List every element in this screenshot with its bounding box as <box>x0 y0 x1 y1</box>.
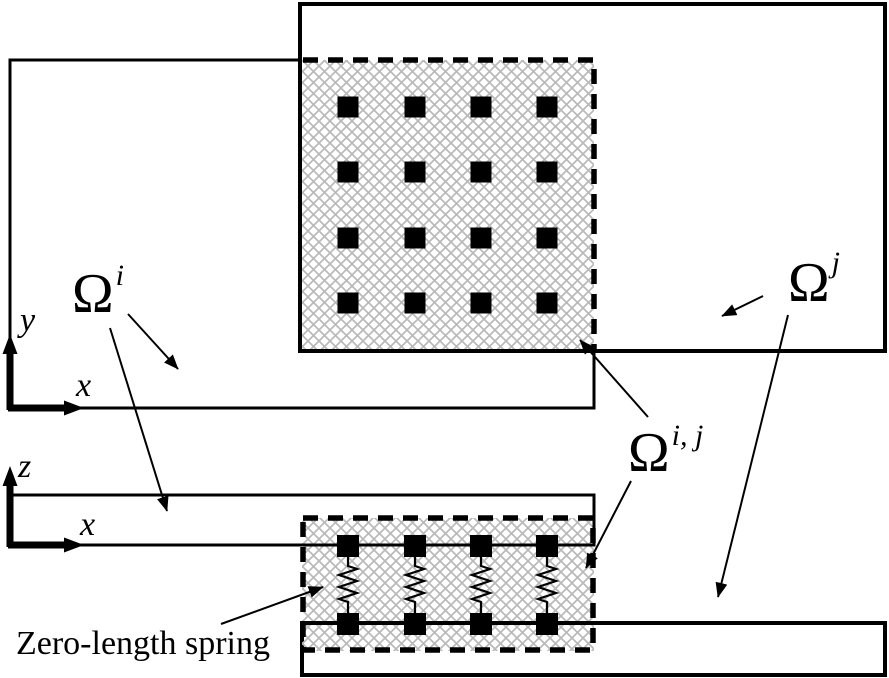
arrow-omega-j-to-side-view <box>715 314 789 598</box>
node-square <box>470 613 492 635</box>
node-rows-side <box>337 535 558 635</box>
spring <box>534 556 560 613</box>
arrow-omega-i-to-side-view <box>109 327 169 512</box>
node-grid-top <box>337 96 558 314</box>
node-square <box>337 613 359 635</box>
node-square <box>404 227 426 249</box>
node-square <box>470 292 492 314</box>
domain-j-label: Ωj <box>788 246 840 314</box>
z-axis-label: z <box>17 448 31 485</box>
arrow-caption-to-springs <box>220 586 324 625</box>
node-square <box>536 161 558 183</box>
x-axis-arrowhead-top <box>64 400 84 416</box>
omega-symbol: Ω <box>628 422 670 484</box>
node-square <box>536 535 558 557</box>
domain-i-label: Ωi <box>72 259 124 325</box>
spring <box>335 556 361 613</box>
x-axis-arrowhead-bottom <box>64 537 84 553</box>
x-axis-label-bottom: x <box>79 506 95 543</box>
omega-symbol: Ω <box>788 252 830 314</box>
omega-superscript: i <box>116 259 124 292</box>
node-square <box>536 96 558 118</box>
node-square <box>470 535 492 557</box>
side-view-axes: z x <box>2 448 95 553</box>
zero-length-spring-caption: Zero-length spring <box>16 625 270 662</box>
node-square <box>404 613 426 635</box>
node-square <box>404 96 426 118</box>
omega-symbol: Ω <box>72 263 114 325</box>
arrow-omega-i-to-top-view <box>127 313 179 370</box>
node-square <box>404 535 426 557</box>
side-view: z x <box>2 448 887 677</box>
annotation-arrows <box>109 295 789 625</box>
node-square <box>536 227 558 249</box>
node-square <box>337 161 359 183</box>
labels: Ωi Ωj Ωi, j Zero-length spring <box>16 246 840 662</box>
node-square <box>470 96 492 118</box>
overlap-label: Ωi, j <box>628 419 703 484</box>
node-square <box>404 161 426 183</box>
arrow-overlap-to-side-view <box>585 480 632 569</box>
node-square <box>470 161 492 183</box>
x-axis-label-top: x <box>75 367 91 404</box>
node-square <box>536 613 558 635</box>
node-square <box>536 292 558 314</box>
spring <box>468 556 494 613</box>
node-square <box>337 227 359 249</box>
arrow-omega-j-to-top-view <box>721 295 764 317</box>
node-square <box>337 535 359 557</box>
zero-length-springs <box>335 556 560 613</box>
overlap-dashed-border-side <box>300 515 596 653</box>
node-square <box>404 292 426 314</box>
top-view: y x <box>2 2 887 416</box>
node-square <box>337 292 359 314</box>
y-axis-arrowhead <box>2 334 18 354</box>
arrow-overlap-to-top-view <box>579 339 649 418</box>
spring <box>402 556 428 613</box>
node-square <box>337 96 359 118</box>
y-axis-label: y <box>17 302 36 339</box>
omega-superscript: i, j <box>672 419 704 452</box>
z-axis-arrowhead <box>2 466 18 486</box>
node-square <box>470 227 492 249</box>
omega-superscript: j <box>828 246 840 279</box>
top-view-axes: y x <box>2 302 91 416</box>
overlap-dashed-border-top <box>303 57 597 350</box>
